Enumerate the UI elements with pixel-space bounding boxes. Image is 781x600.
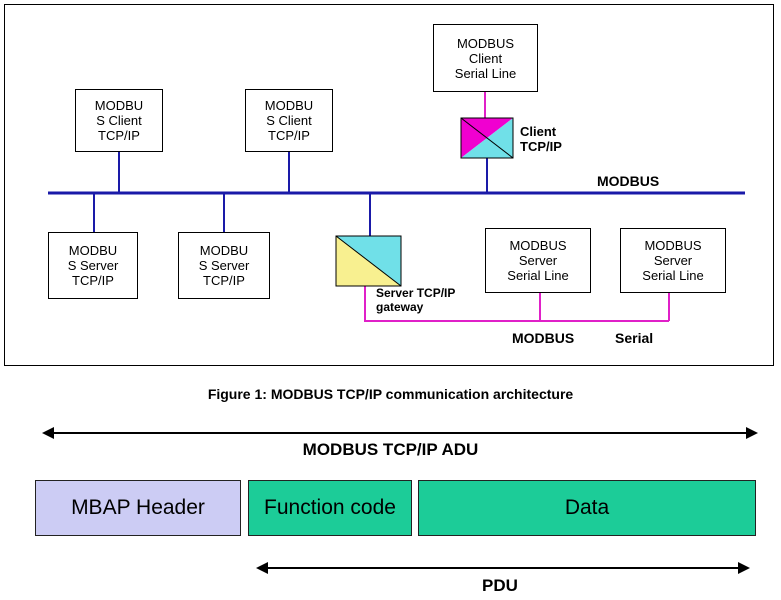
modbus-bus-label: MODBUS — [597, 173, 660, 189]
client-gateway-label: Client TCP/IP — [520, 124, 562, 154]
function-code-segment: Function code — [248, 480, 412, 536]
serial-bus-label-1: MODBUS — [512, 330, 575, 346]
modbus-server-tcpip-box-1: MODBU S Server TCP/IP — [48, 232, 138, 299]
serial-bus-label-2: Serial — [615, 330, 654, 346]
server-gateway-icon — [335, 235, 402, 287]
modbus-server-serial-box-1: MODBUS Server Serial Line — [485, 228, 591, 293]
adu-label: MODBUS TCP/IP ADU — [302, 440, 479, 459]
serial-bus-line — [364, 286, 669, 322]
mbap-header-segment: MBAP Header — [35, 480, 241, 536]
client-gateway-icon — [460, 117, 514, 159]
modbus-client-tcpip-box-2: MODBU S Client TCP/IP — [245, 89, 333, 152]
modbus-server-serial-box-2: MODBUS Server Serial Line — [620, 228, 726, 293]
adu-arrow — [42, 427, 758, 439]
pdu-label: PDU — [482, 576, 518, 595]
pdu-arrow — [256, 562, 750, 574]
architecture-frame — [4, 4, 774, 366]
server-gateway-label: Server TCP/IP gateway — [376, 286, 456, 314]
modbus-client-tcpip-box-1: MODBU S Client TCP/IP — [75, 89, 163, 152]
data-segment: Data — [418, 480, 756, 536]
modbus-client-serial-box: MODBUS Client Serial Line — [433, 24, 538, 92]
modbus-server-tcpip-box-2: MODBU S Server TCP/IP — [178, 232, 270, 299]
figure-caption: Figure 1: MODBUS TCP/IP communication ar… — [207, 386, 574, 402]
